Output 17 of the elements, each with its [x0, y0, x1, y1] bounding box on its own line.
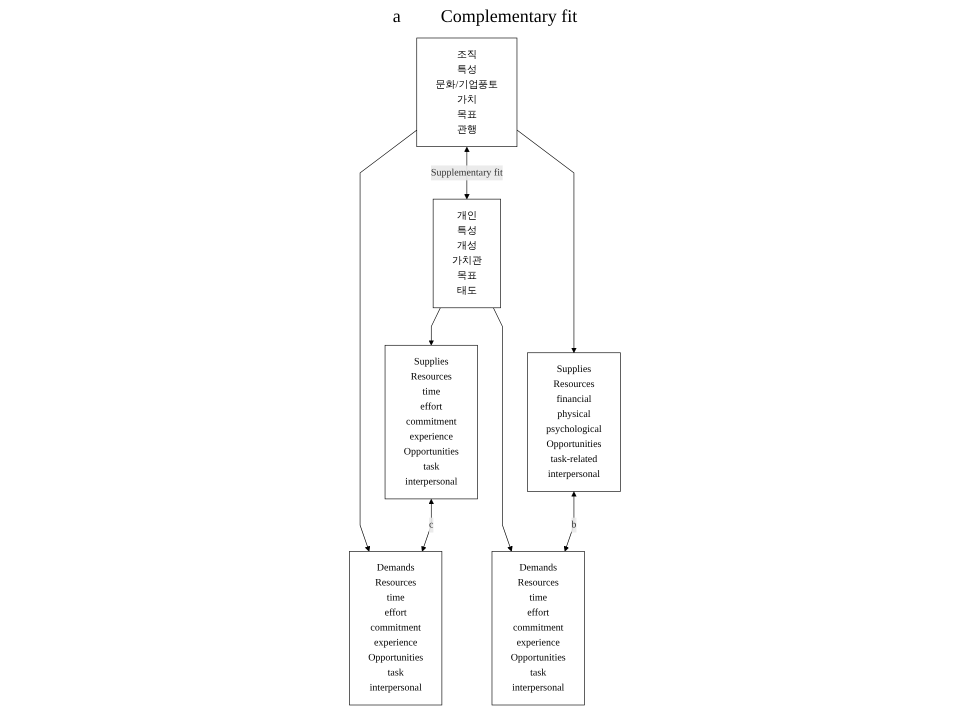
node-box: Supplies Resources financial physical psychological Opportunities task-related interpersonal	[527, 352, 621, 492]
arrow	[516, 130, 577, 354]
node-box: Demands Resources time effort commitment experience Opportunities task interpersonal	[492, 551, 585, 706]
note-label: Complementary fit	[440, 6, 578, 27]
arrow	[428, 307, 441, 346]
node-box: Demands Resources time effort commitment experience Opportunities task interpersonal	[349, 551, 442, 706]
node-box: Supplies Resources time effort commitment experience Opportunities task interpersonal	[384, 344, 478, 500]
arrow	[421, 498, 434, 552]
arrow	[493, 307, 513, 552]
arrow	[360, 130, 418, 552]
edge-label: c	[429, 520, 434, 530]
arrow	[564, 491, 577, 552]
node-box: 조직 특성 문화/기업풍토 가치 목표 관행	[416, 38, 518, 147]
node-box: 개인 특성 개성 가치관 목표 태도	[432, 198, 501, 308]
note-label: a	[392, 6, 401, 27]
edge-label: Supplementary fit	[430, 167, 503, 178]
edge-label: b	[572, 520, 576, 530]
